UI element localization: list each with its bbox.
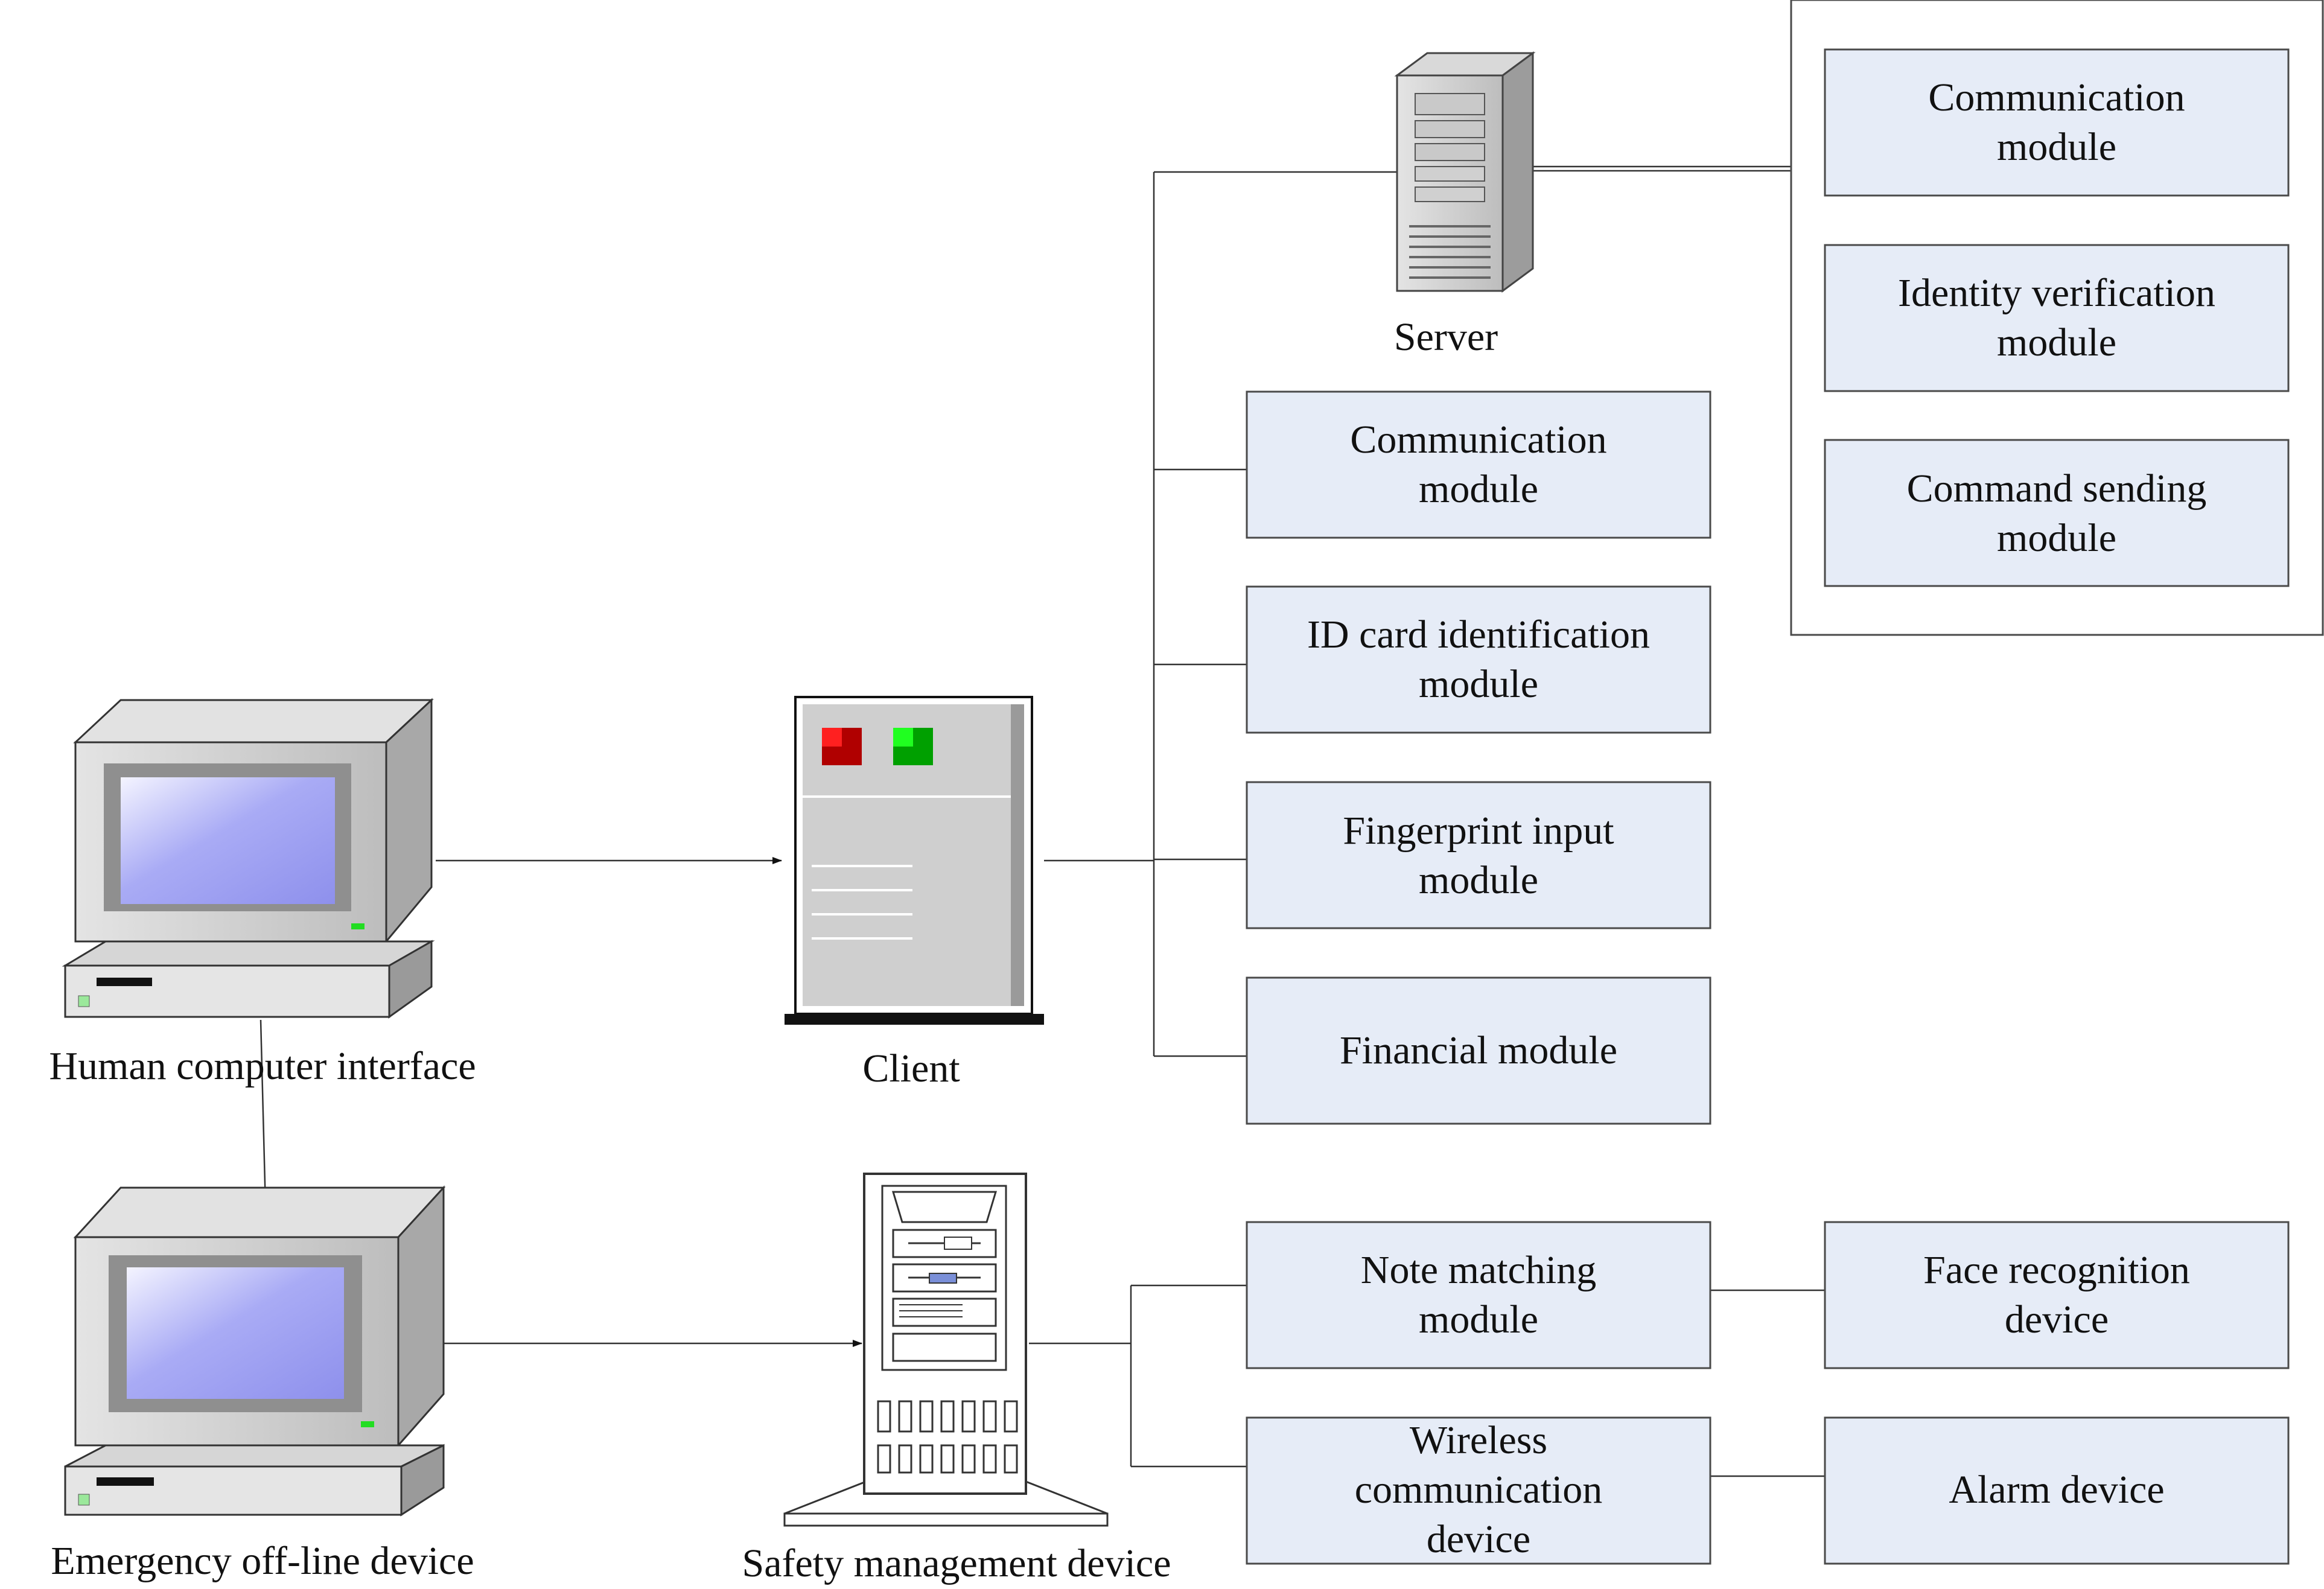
module-label-line: Face recognition — [1923, 1248, 2190, 1292]
server-module-communication: Communication module — [1824, 48, 2290, 197]
module-label-line: module — [1419, 467, 1538, 511]
safety-module-note-matching: Note matching module — [1246, 1221, 1711, 1369]
module-label-line: Communication — [1350, 418, 1606, 462]
client-module-financial: Financial module — [1246, 976, 1711, 1125]
hci-label: Human computer interface — [49, 1044, 476, 1088]
emergency-label: Emergency off-line device — [51, 1539, 474, 1583]
module-box — [1246, 781, 1711, 929]
module-label-line: Identity verification — [1898, 271, 2215, 315]
module-box — [1246, 585, 1711, 734]
module-label-line: Note matching — [1361, 1248, 1596, 1292]
hci-desktop-icon — [62, 698, 435, 1019]
module-label-line: ID card identification — [1307, 613, 1650, 657]
hci-to-emergency-line — [259, 1019, 267, 1208]
device-face-recognition: Face recognition device — [1824, 1221, 2290, 1369]
module-label-line: module — [1419, 1298, 1538, 1342]
client-module-id-card: ID card identification module — [1246, 585, 1711, 734]
module-label-line: module — [1997, 516, 2116, 560]
module-label-line: device — [1427, 1517, 1530, 1561]
module-label-line: Fingerprint input — [1343, 809, 1614, 853]
module-label-line: communication — [1355, 1468, 1603, 1512]
connector-lines — [259, 165, 1825, 1477]
module-box — [1246, 1221, 1711, 1369]
server-label: Server — [1394, 315, 1498, 359]
device-alarm: Alarm device — [1824, 1416, 2290, 1565]
emergency-desktop-icon — [64, 1185, 446, 1517]
module-box — [1824, 1416, 2290, 1565]
module-label-line: Wireless — [1410, 1418, 1547, 1462]
module-box — [1246, 390, 1711, 539]
module-box — [1824, 439, 2290, 587]
module-box — [1246, 1416, 1711, 1565]
safety-label: Safety management device — [742, 1541, 1171, 1585]
module-label-line: module — [1997, 320, 2116, 365]
module-label-line: module — [1419, 858, 1538, 902]
module-label-line: module — [1419, 662, 1538, 706]
server-module-command-sending: Command sending module — [1824, 439, 2290, 587]
module-label-line: Financial module — [1340, 1028, 1617, 1072]
client-label: Client — [862, 1046, 960, 1091]
module-label-line: device — [2005, 1298, 2109, 1342]
module-label-line: Communication — [1928, 75, 2185, 119]
module-box — [1824, 244, 2290, 392]
client-cabinet-icon — [785, 696, 1044, 1025]
module-label-line: module — [1997, 125, 2116, 169]
server-tower-icon — [1394, 51, 1536, 293]
module-box — [1824, 1221, 2290, 1369]
module-label-line: Command sending — [1907, 467, 2207, 511]
server-module-identity-verification: Identity verification module — [1824, 244, 2290, 392]
client-module-fingerprint: Fingerprint input module — [1246, 781, 1711, 929]
client-module-communication: Communication module — [1246, 390, 1711, 539]
module-label-line: Alarm device — [1949, 1468, 2164, 1512]
safety-module-wireless: Wireless communication device — [1246, 1416, 1711, 1565]
module-box — [1824, 48, 2290, 197]
safety-tower-icon — [783, 1173, 1109, 1527]
module-box — [1246, 976, 1711, 1125]
